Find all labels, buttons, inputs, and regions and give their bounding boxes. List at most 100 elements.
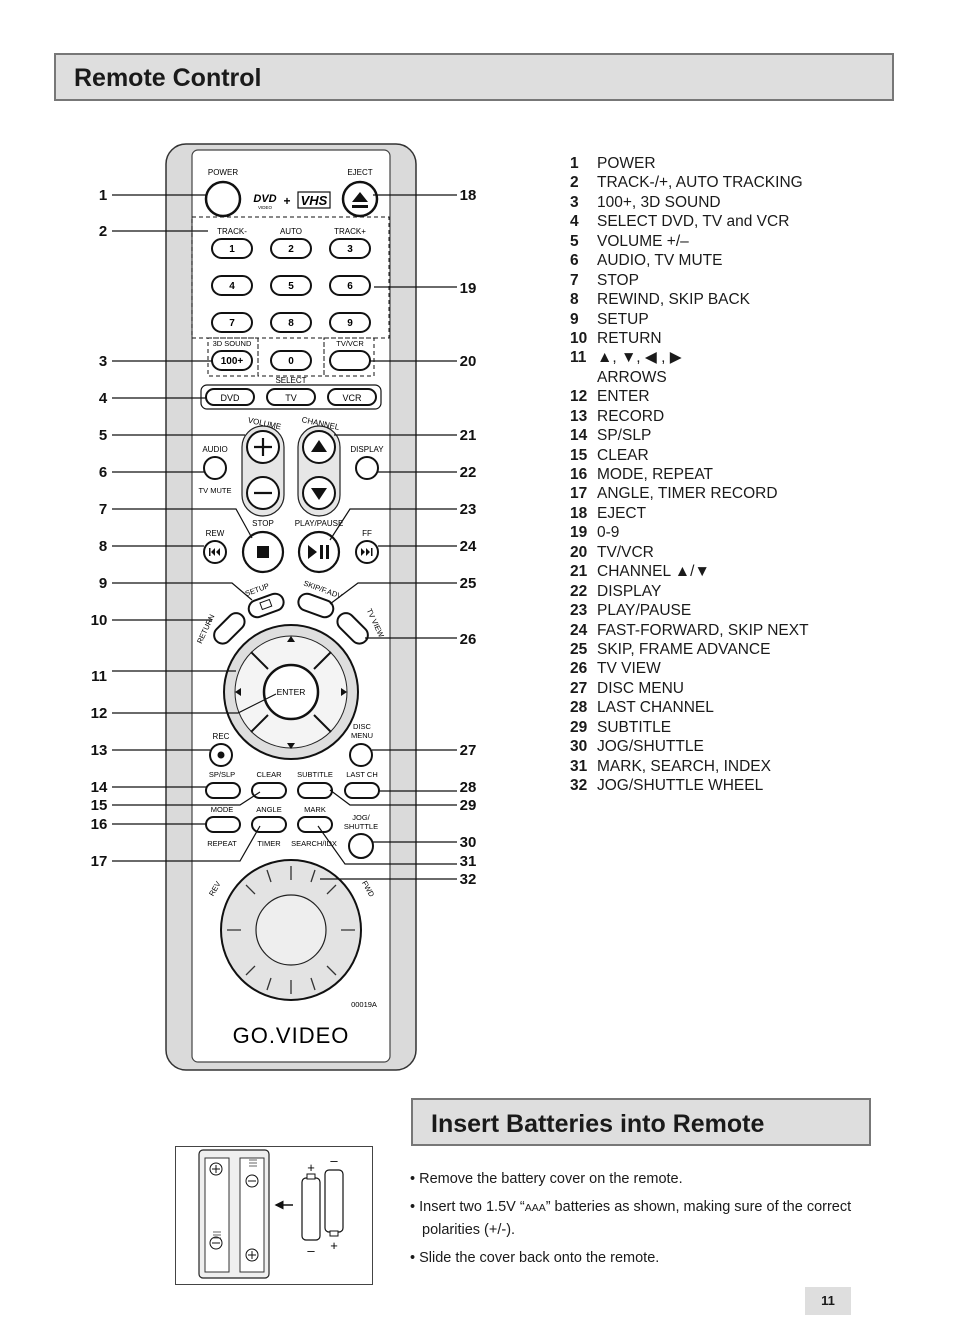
digit-keys: 1 2 3 4 5 6 7 8 9 [211, 238, 371, 333]
digit-7-button[interactable] [211, 312, 253, 333]
legend-num: 4 [570, 213, 579, 231]
legend-row: 11▲, ▼, ◀ , ▶ARROWS [570, 348, 809, 387]
digit-0-button[interactable] [270, 350, 312, 371]
legend-label: DISC MENU [597, 679, 684, 697]
digit-3-button[interactable] [329, 238, 371, 259]
skip-button[interactable] [296, 591, 336, 619]
digit-9-button[interactable] [329, 312, 371, 333]
legend-label: 0-9 [597, 524, 620, 542]
select-vcr-button[interactable] [327, 388, 377, 406]
legend-label: CLEAR [597, 446, 649, 464]
setup-button[interactable] [246, 591, 286, 619]
callout-22: 22 [460, 464, 477, 481]
digit-3-label: 3 [347, 244, 353, 255]
legend-label: RECORD [597, 407, 665, 425]
aaa-battery-2-cap [329, 1230, 339, 1237]
wheel-tick-marks [227, 866, 355, 994]
leader-lines [112, 194, 457, 880]
clear-button[interactable] [251, 782, 287, 799]
legend-label: SP/SLP [597, 427, 652, 445]
digit-7-label: 7 [229, 318, 235, 329]
legend-row: 20 TV/VCR [570, 543, 809, 562]
mode-button[interactable] [205, 816, 241, 833]
instruction-remove-cover: • Remove the battery cover on the remote… [410, 1171, 683, 1187]
legend-num: 20 [570, 543, 588, 561]
legend-num: 19 [570, 524, 588, 542]
display-label: DISPLAY [350, 445, 384, 454]
digit-5-button[interactable] [270, 275, 312, 296]
return-button[interactable] [211, 610, 248, 647]
digit-2-button[interactable] [270, 238, 312, 259]
menu-label: MENU [351, 731, 373, 740]
legend-label: TRACK-/+, AUTO TRACKING [597, 174, 803, 192]
stop-icon [257, 546, 269, 558]
digit-6-button[interactable] [329, 275, 371, 296]
stop-label: STOP [252, 519, 274, 528]
legend-label: FAST-FORWARD, SKIP NEXT [597, 621, 809, 639]
digit-4-button[interactable] [211, 275, 253, 296]
enter-button[interactable] [262, 663, 320, 721]
nav-ring-dividers [250, 651, 332, 733]
batteries-title-bar: Insert Batteries into Remote [411, 1098, 871, 1146]
audio-button[interactable] [203, 456, 227, 480]
legend-num: 11 [570, 349, 587, 367]
playpause-button[interactable] [297, 530, 341, 574]
skip-next-icon [361, 548, 373, 556]
disc-menu-button[interactable] [349, 743, 373, 767]
leader-7 [112, 508, 253, 539]
nav-down-icon[interactable] [287, 743, 295, 749]
subtitle-button[interactable] [297, 782, 333, 799]
track-plus-label: TRACK+ [334, 227, 366, 236]
legend-num: 26 [570, 660, 588, 678]
spslp-button[interactable] [205, 782, 241, 799]
display-button[interactable] [355, 456, 379, 480]
legend-label: LAST CHANNEL [597, 699, 714, 717]
callout-5: 5 [99, 427, 107, 444]
vhs-logo: VHS [301, 193, 328, 208]
sound3d-outline [207, 337, 259, 377]
battery-1-plus: + [307, 1160, 315, 1175]
callout-4: 4 [99, 390, 108, 407]
digit-2-label: 2 [288, 244, 294, 255]
legend-num: 13 [570, 407, 588, 425]
lastch-button[interactable] [344, 782, 380, 799]
jog-shuttle-button[interactable] [348, 833, 374, 859]
nav-left-icon[interactable] [235, 688, 241, 696]
legend-num: 9 [570, 310, 579, 328]
angle-button[interactable] [251, 816, 287, 833]
legend-label: TV/VCR [597, 543, 654, 561]
battery-2-plus: + [330, 1238, 338, 1253]
legend-num: 1 [570, 155, 579, 172]
power-button[interactable] [204, 180, 242, 218]
nav-right-icon[interactable] [341, 688, 347, 696]
eject-icon [352, 192, 368, 208]
legend-label: STOP [597, 271, 639, 289]
digit-1-button[interactable] [211, 238, 253, 259]
shuttle-label: SHUTTLE [344, 822, 378, 831]
select-tv-button[interactable] [266, 388, 316, 406]
subtitle-label: SUBTITLE [297, 770, 333, 779]
jog-shuttle-inner[interactable] [255, 894, 327, 966]
brand-logo: GO.VIDEO [233, 1023, 350, 1048]
digit-9-label: 9 [347, 318, 353, 329]
digit-8-button[interactable] [270, 312, 312, 333]
legend-num: 31 [570, 757, 588, 775]
tvvcr-button[interactable] [329, 350, 371, 371]
select-dvd-button[interactable] [205, 388, 255, 406]
nav-up-icon[interactable] [287, 636, 295, 642]
mark-button[interactable] [297, 816, 333, 833]
callout-32: 32 [460, 871, 477, 888]
leader-9 [112, 582, 253, 601]
legend-label: DISPLAY [597, 582, 662, 600]
callout-27: 27 [460, 742, 477, 759]
callout-23: 23 [460, 501, 477, 518]
tvview-button[interactable] [334, 610, 371, 647]
